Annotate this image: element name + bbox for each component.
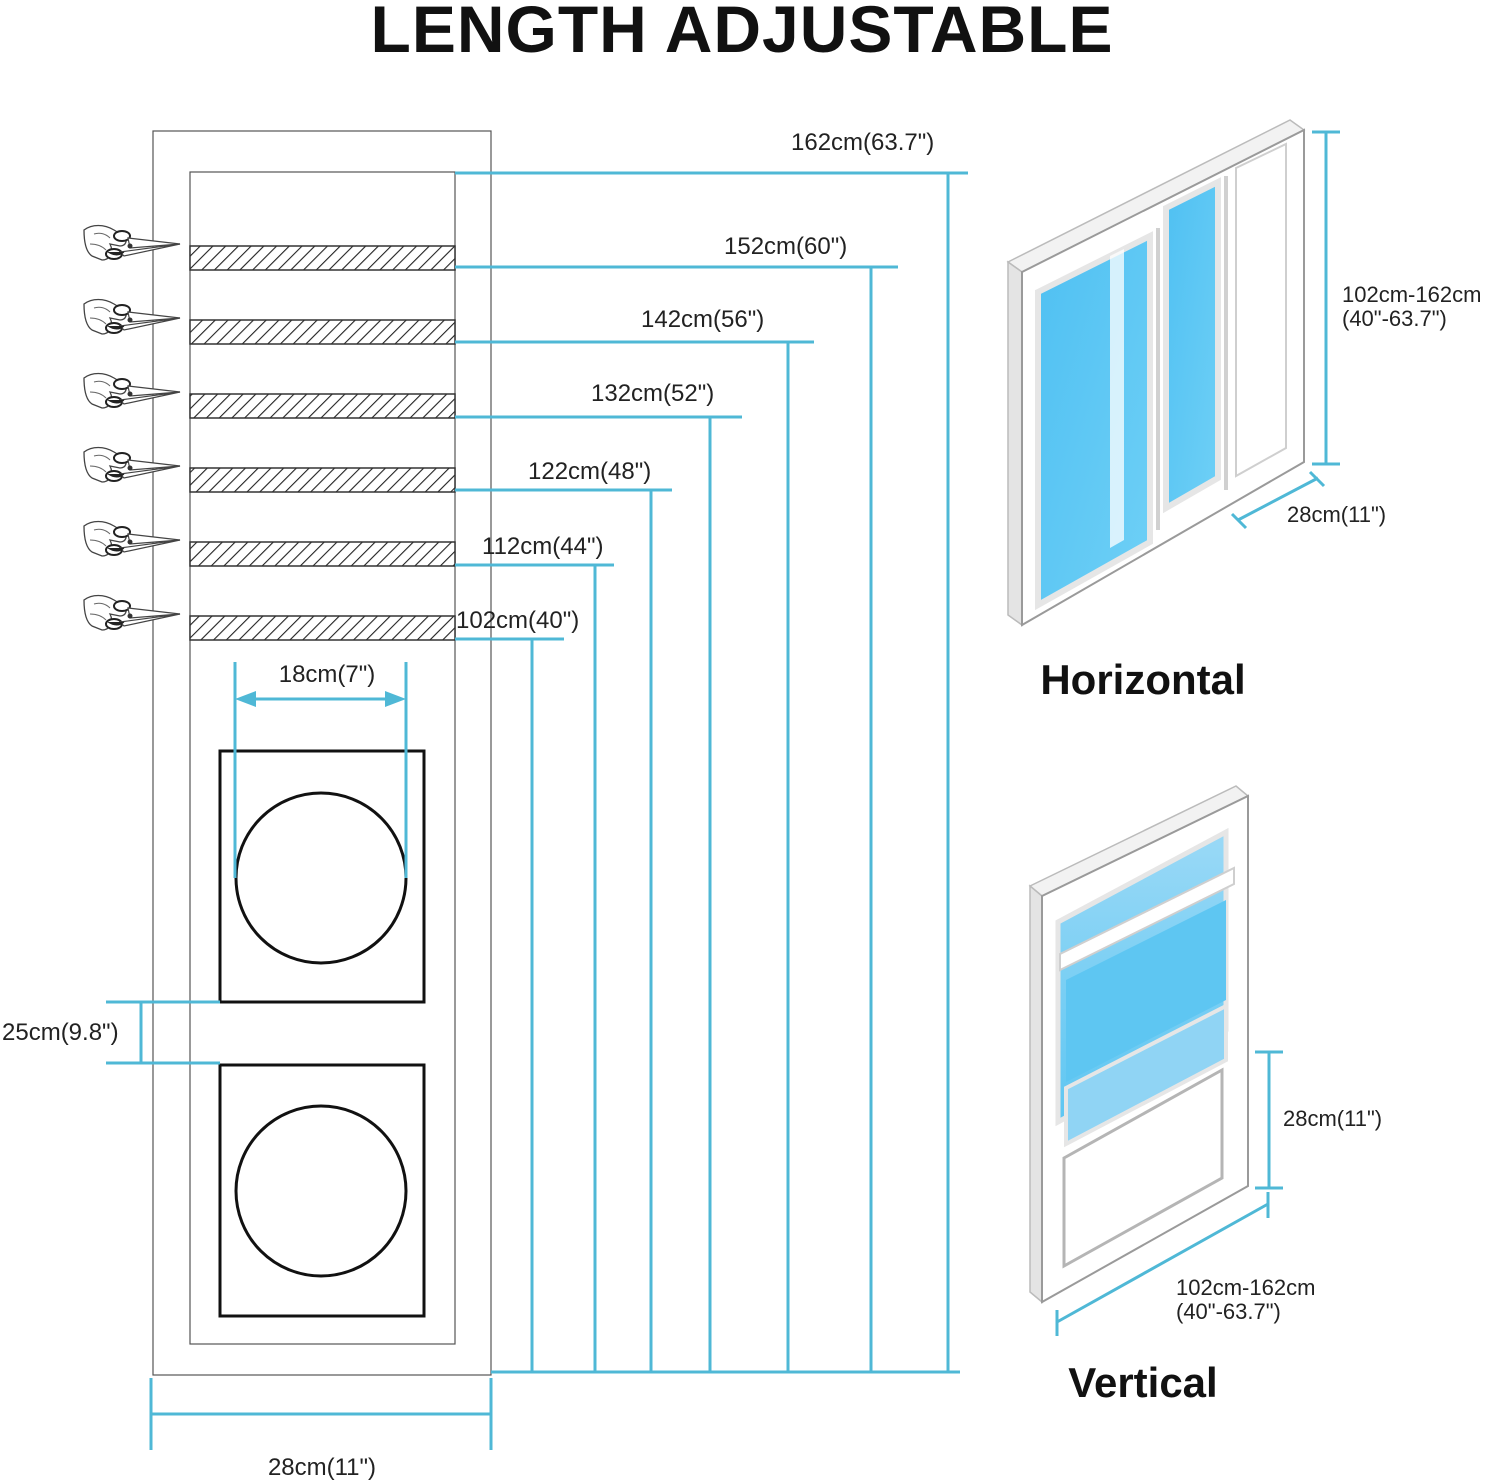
- hole-spacing-label: 25cm(9.8"): [2, 1019, 119, 1046]
- length-dimensions: 162cm(63.7") 152cm(60") 142cm(56") 132cm…: [455, 129, 968, 1374]
- hose-hole-top: [234, 791, 408, 965]
- length-label-162: 162cm(63.7"): [791, 129, 934, 156]
- vertical-caption: Vertical: [1068, 1359, 1217, 1406]
- vertical-range-inch-label: (40"-63.7"): [1176, 1299, 1281, 1324]
- arrow-right-icon: [385, 691, 406, 707]
- hole-spacing-dimension: 25cm(9.8"): [2, 1000, 220, 1065]
- horizontal-caption: Horizontal: [1040, 656, 1245, 703]
- horizontal-range-inch-label: (40"-63.7"): [1342, 306, 1447, 331]
- window-seal-panel: [83, 130, 492, 1376]
- cut-strip: [189, 467, 456, 493]
- hole-diameter-dimension: 18cm(7"): [233, 661, 408, 878]
- cut-strip: [189, 393, 456, 419]
- hole-diameter-label: 18cm(7"): [279, 661, 376, 688]
- length-label-152: 152cm(60"): [724, 233, 847, 260]
- horizontal-range-label: 102cm-162cm: [1342, 282, 1481, 307]
- horiz-width-end-a: [1230, 512, 1248, 530]
- cut-strip: [189, 615, 456, 641]
- vertical-width-label: 28cm(11"): [1283, 1106, 1382, 1131]
- cut-strip: [189, 245, 456, 271]
- vertical-window-illustration: 28cm(11") 102cm-162cm (40"-63.7") Vertic…: [1028, 785, 1382, 1406]
- horiz-width-line: [1237, 476, 1319, 522]
- length-label-102: 102cm(40"): [456, 607, 579, 634]
- vertical-range-label: 102cm-162cm: [1176, 1275, 1315, 1300]
- length-label-122: 122cm(48"): [528, 458, 651, 485]
- length-label-132: 132cm(52"): [591, 380, 714, 407]
- arrow-left-icon: [235, 691, 256, 707]
- panel-width-label: 28cm(11"): [268, 1454, 376, 1481]
- length-label-142: 142cm(56"): [641, 306, 764, 333]
- cut-strip: [189, 541, 456, 567]
- panel-width-dimension: 28cm(11"): [149, 1378, 493, 1481]
- hose-hole-bottom: [234, 1104, 408, 1278]
- vert-range-line: [1056, 1202, 1269, 1324]
- page-title: LENGTH ADJUSTABLE: [371, 0, 1114, 66]
- cut-strip: [189, 319, 456, 345]
- length-label-112: 112cm(44"): [482, 533, 603, 560]
- horizontal-width-label: 28cm(11"): [1287, 502, 1386, 527]
- horizontal-window-illustration: 102cm-162cm (40"-63.7") 28cm(11") Horizo…: [1006, 119, 1481, 703]
- horiz-width-end-b: [1308, 470, 1326, 488]
